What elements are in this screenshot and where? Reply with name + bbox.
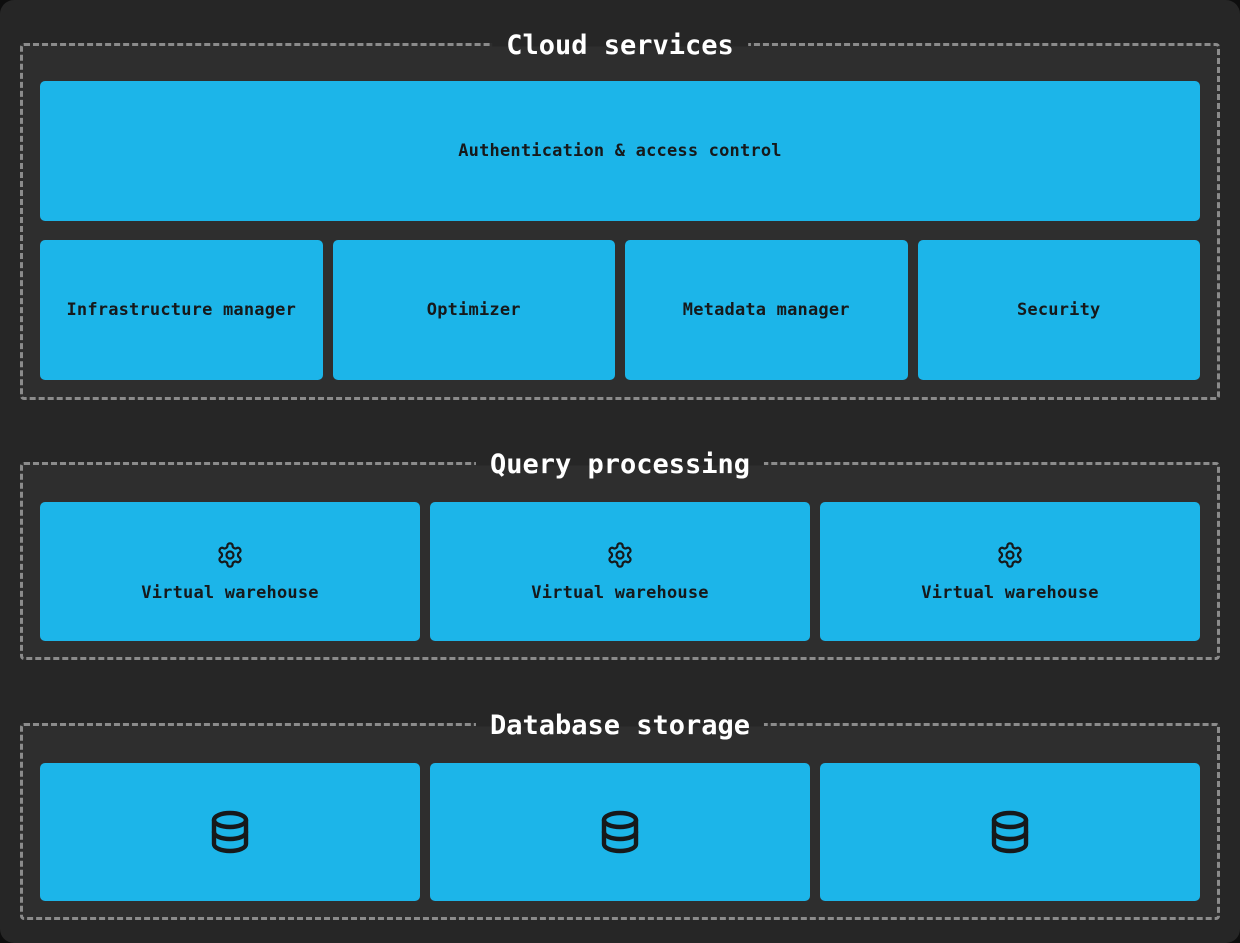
gear-icon (218, 541, 242, 568)
node-virtual-warehouse: Virtual warehouse (820, 502, 1200, 641)
query-processing-row: Virtual warehouse Virtual warehouse Virt… (40, 502, 1200, 641)
section-database-storage: Database storage (20, 709, 1220, 920)
node-security: Security (917, 240, 1200, 380)
node-database (820, 763, 1200, 901)
node-label: Virtual warehouse (141, 582, 319, 603)
node-label: Virtual warehouse (921, 582, 1099, 603)
node-database (40, 763, 420, 901)
node-label: Optimizer (426, 300, 521, 320)
database-icon (601, 810, 639, 854)
node-label: Authentication & access control (458, 141, 782, 161)
cloud-services-row: Infrastructure manager Optimizer Metadat… (40, 240, 1200, 380)
node-authentication-access-control: Authentication & access control (40, 81, 1200, 221)
section-title-query-processing: Query processing (475, 448, 765, 482)
node-optimizer: Optimizer (332, 240, 615, 380)
node-label: Security (1017, 300, 1101, 320)
section-title-cloud-services: Cloud services (492, 29, 748, 63)
node-label: Virtual warehouse (531, 582, 709, 603)
database-icon (211, 810, 249, 854)
node-label: Metadata manager (682, 300, 850, 320)
section-cloud-services: Cloud services Authentication & access c… (20, 29, 1220, 400)
node-label: Infrastructure manager (66, 300, 297, 320)
database-storage-row (40, 763, 1200, 901)
node-virtual-warehouse: Virtual warehouse (430, 502, 810, 641)
section-title-database-storage: Database storage (475, 709, 765, 743)
gear-icon (998, 541, 1022, 568)
section-query-processing: Query processing Virtual warehouse Virtu… (20, 448, 1220, 660)
gear-icon (608, 541, 632, 568)
node-virtual-warehouse: Virtual warehouse (40, 502, 420, 641)
database-icon (991, 810, 1029, 854)
node-infrastructure-manager: Infrastructure manager (40, 240, 323, 380)
node-database (430, 763, 810, 901)
node-metadata-manager: Metadata manager (625, 240, 908, 380)
